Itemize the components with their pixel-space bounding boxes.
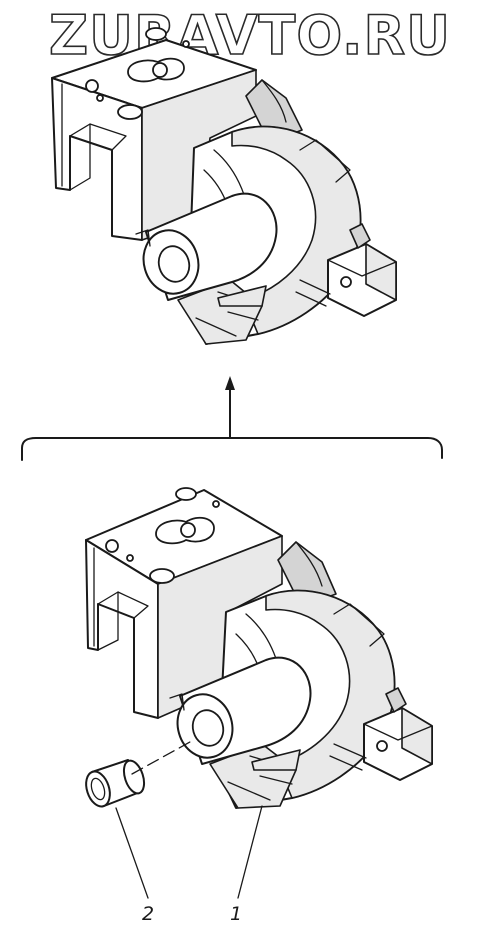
assembly-arrow (225, 376, 235, 439)
callout-label-2: 2 (142, 903, 154, 925)
assembly-axis-line (131, 741, 191, 775)
assembled-unit-drawing (51, 27, 397, 345)
leader-line-2 (115, 807, 149, 899)
grouping-bracket (21, 437, 443, 461)
bushing-drawing (85, 759, 146, 808)
watermark: ZURAVTO.RU (49, 4, 451, 67)
callout-label-1: 1 (230, 903, 242, 925)
pump-body-drawing (85, 487, 433, 809)
leader-line-1 (237, 805, 263, 899)
